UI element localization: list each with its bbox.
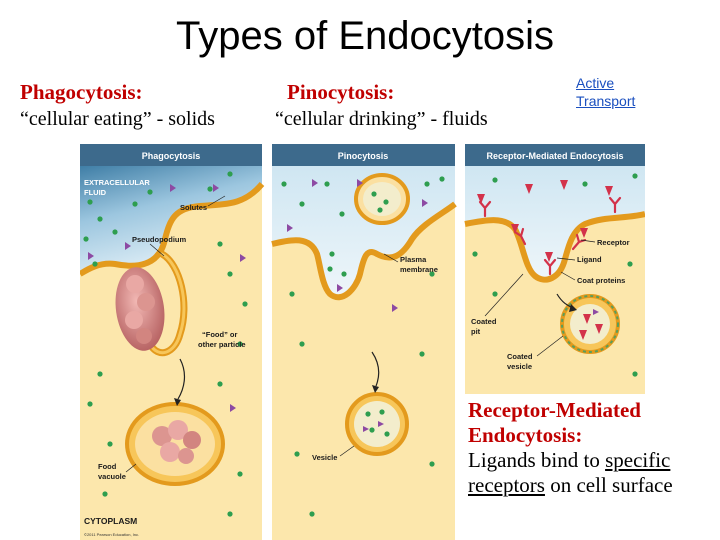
- phagocytosis-panel-header: [80, 144, 262, 166]
- solutes-label: Solutes: [180, 203, 207, 212]
- slide-title: Types of Endocytosis: [176, 14, 554, 58]
- food-particle: [115, 267, 165, 351]
- rme-heading: Receptor-Mediated Endocytosis:: [468, 398, 720, 448]
- receptor-label: Receptor: [597, 238, 630, 247]
- food-particle-label-line-1: “Food” or: [202, 330, 237, 339]
- rme-heading-line-2: Endocytosis:: [468, 423, 583, 447]
- copyright-text: ©2011 Pearson Education, Inc.: [84, 532, 139, 537]
- food-vacuole-label-line-2: vacuole: [98, 472, 126, 481]
- rme-heading-line-1: Receptor-Mediated: [468, 398, 641, 422]
- plasma-membrane-label-line-1: Plasma: [400, 255, 427, 264]
- coated-vesicle: [560, 294, 620, 354]
- phagocytosis-heading: Phagocytosis:: [20, 80, 143, 104]
- pseudopodium-label: Pseudopodium: [132, 235, 186, 244]
- active-transport-line-2: Transport: [576, 93, 636, 109]
- coated-vesicle-label-line-2: vesicle: [507, 362, 532, 371]
- pinocytosis-heading: Pinocytosis:: [287, 80, 395, 104]
- rme-desc-specific: specific: [605, 448, 671, 472]
- extracellular-label-line-2: FLUID: [84, 188, 107, 197]
- active-transport-link[interactable]: Active Transport: [576, 74, 635, 110]
- pinocytosis-panel: Pinocytosis Plasma m: [271, 144, 457, 540]
- food-vacuole: [125, 402, 225, 486]
- cytoplasm-label: CYTOPLASM: [84, 516, 137, 526]
- ligand-label: Ligand: [577, 255, 602, 264]
- food-particle-label-line-2: other particle: [198, 340, 246, 349]
- coated-pit-label-line-1: Coated: [471, 317, 497, 326]
- food-vacuole-label-line-1: Food: [98, 462, 117, 471]
- receptor-panel-title: Receptor-Mediated Endocytosis: [486, 151, 623, 161]
- rme-desc-receptors: receptors: [468, 473, 545, 497]
- pinocytosis-panel-title: Pinocytosis: [338, 151, 389, 161]
- phagocytosis-panel: Phagocytosis: [80, 144, 265, 540]
- phagocytosis-panel-title: Phagocytosis: [142, 151, 201, 161]
- phagocytosis-description: “cellular eating” - solids: [20, 108, 215, 130]
- extracellular-label-line-1: EXTRACELLULAR: [84, 178, 150, 187]
- pinocytic-vesicle: [345, 392, 409, 456]
- coat-proteins-label: Coat proteins: [577, 276, 625, 285]
- endocytosis-figure: Phagocytosis: [80, 144, 645, 540]
- receptor-mediated-text-block: Receptor-Mediated Endocytosis: Ligands b…: [468, 398, 720, 498]
- rme-description: Ligands bind to specific receptors on ce…: [468, 448, 720, 498]
- rme-desc-part-1: Ligands bind to: [468, 448, 600, 472]
- pinocytosis-description: “cellular drinking” - fluids: [275, 108, 488, 130]
- active-transport-line-1: Active: [576, 75, 615, 91]
- receptor-mediated-panel: Receptor-Mediated Endocytosis: [464, 144, 645, 394]
- vesicle-label: Vesicle: [312, 453, 337, 462]
- coated-pit-label-line-2: pit: [471, 327, 481, 336]
- receptor-panel-header: [465, 144, 645, 166]
- pinocytosis-panel-header: [272, 144, 455, 166]
- coated-vesicle-label-line-1: Coated: [507, 352, 533, 361]
- rme-desc-part-2: on cell surface: [550, 473, 673, 497]
- plasma-membrane-label-line-2: membrane: [400, 265, 438, 274]
